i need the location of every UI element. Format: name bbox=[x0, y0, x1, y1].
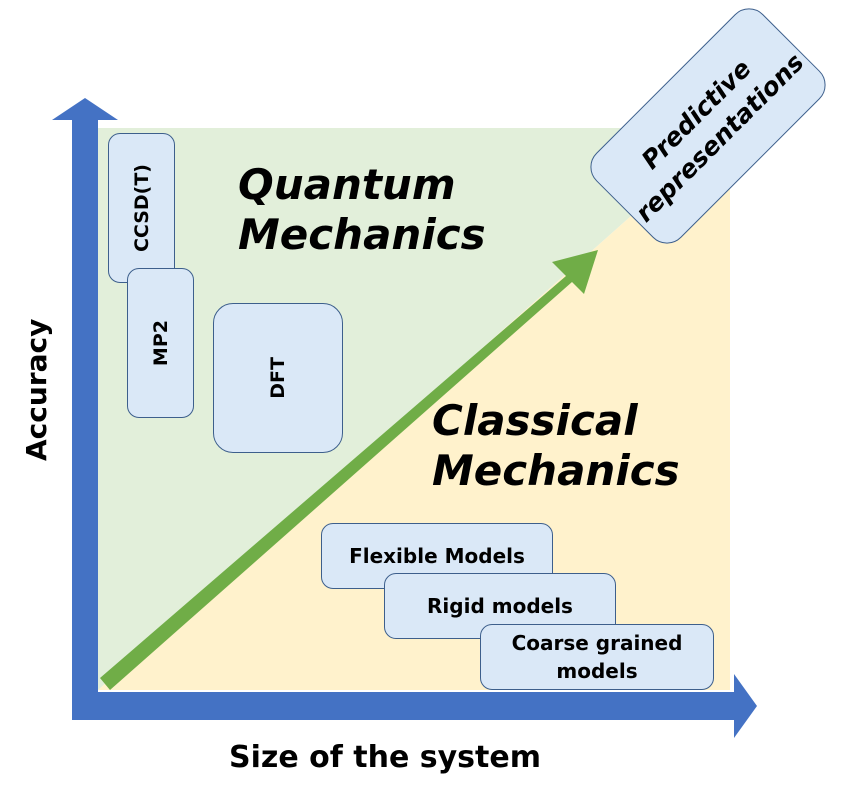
quantum-mechanics-label: Quantum Mechanics bbox=[238, 160, 486, 261]
mp2-box: MP2 bbox=[127, 268, 194, 418]
x-axis-label: Size of the system bbox=[160, 740, 610, 775]
x-axis-arrow bbox=[72, 674, 757, 738]
flexible-models-label: Flexible Models bbox=[349, 544, 525, 568]
classical-label-line-2: Mechanics bbox=[432, 446, 680, 496]
coarse-label-line-1: Coarse grained bbox=[511, 631, 683, 655]
y-axis-label-text: Accuracy bbox=[20, 318, 53, 462]
coarse-label-line-2: models bbox=[556, 659, 638, 683]
rigid-models-label: Rigid models bbox=[427, 594, 573, 618]
dft-box: DFT bbox=[213, 303, 343, 453]
ccsd-label: CCSD(T) bbox=[130, 163, 153, 253]
diagonal-arrow bbox=[100, 250, 598, 690]
y-axis-arrow bbox=[52, 98, 118, 720]
ccsd-box: CCSD(T) bbox=[108, 133, 175, 283]
classical-mechanics-label: Classical Mechanics bbox=[432, 396, 680, 497]
quantum-label-line-1: Quantum bbox=[238, 160, 456, 209]
dft-label: DFT bbox=[267, 357, 289, 399]
coarse-grained-models-box: Coarse grained models bbox=[480, 624, 714, 690]
quantum-label-line-2: Mechanics bbox=[238, 210, 486, 260]
mp2-label: MP2 bbox=[149, 319, 172, 367]
y-axis-label: Accuracy bbox=[20, 300, 64, 480]
classical-label-line-1: Classical bbox=[432, 396, 638, 445]
x-axis-label-text: Size of the system bbox=[229, 740, 541, 775]
